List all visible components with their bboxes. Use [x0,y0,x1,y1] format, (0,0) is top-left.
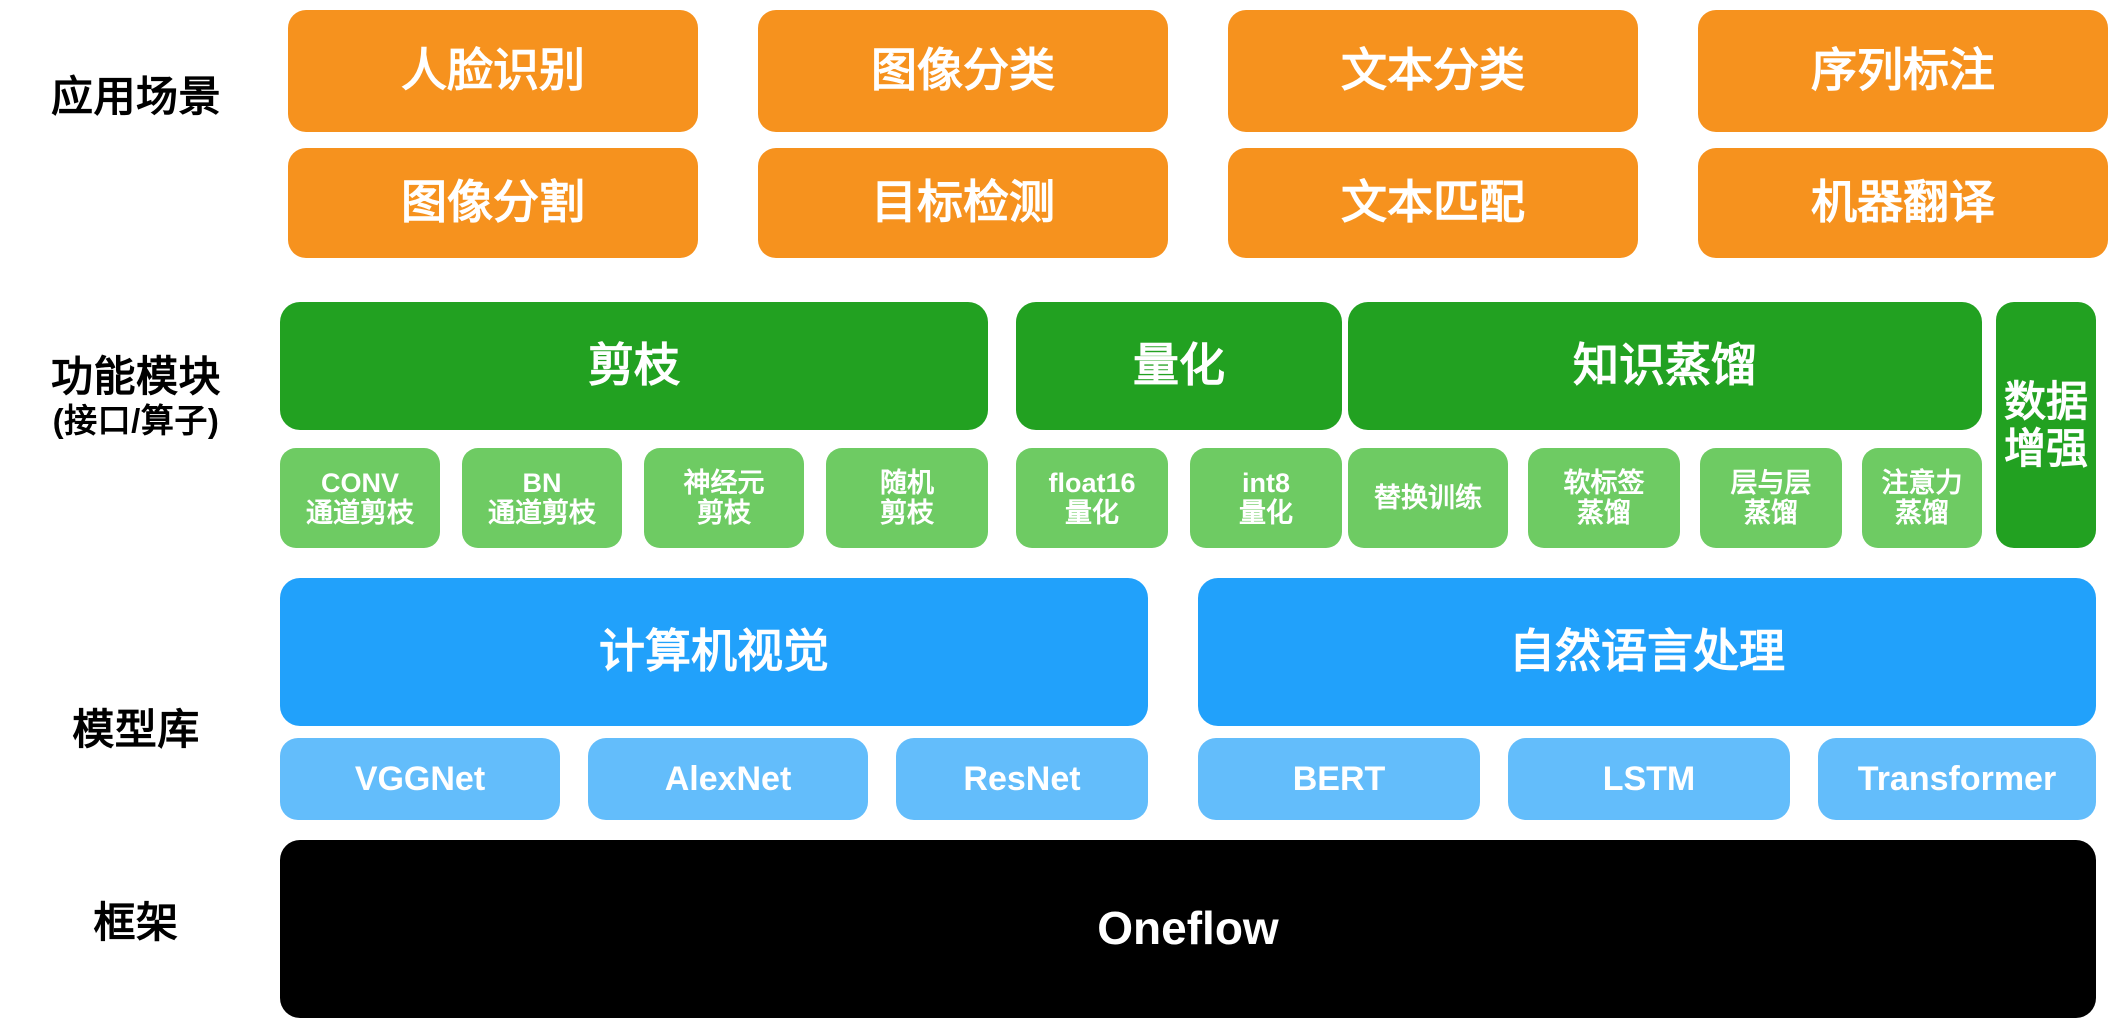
model-item-lstm[interactable]: LSTM [1508,738,1790,820]
module-item-float16-quantization[interactable]: float16 量化 [1016,448,1168,548]
app-box-face-recognition[interactable]: 人脸识别 [288,10,698,132]
module-group-knowledge-distillation[interactable]: 知识蒸馏 [1348,302,1982,430]
framework-bar-label: Oneflow [1097,902,1279,955]
row-label-framework-text: 框架 [93,899,179,946]
model-group-computer-vision[interactable]: 计算机视觉 [280,578,1148,726]
model-item-bert[interactable]: BERT [1198,738,1480,820]
module-group-pruning[interactable]: 剪枝 [280,302,988,430]
module-item-neuron-pruning[interactable]: 神经元 剪枝 [644,448,804,548]
model-item-transformer[interactable]: Transformer [1818,738,2096,820]
module-item-attention-distillation[interactable]: 注意力 蒸馏 [1862,448,1982,548]
module-item-bn-channel-pruning[interactable]: BN 通道剪枝 [462,448,622,548]
app-box-machine-translation[interactable]: 机器翻译 [1698,148,2108,258]
app-box-text-matching[interactable]: 文本匹配 [1228,148,1638,258]
module-item-int8-quantization[interactable]: int8 量化 [1190,448,1342,548]
app-box-image-segmentation[interactable]: 图像分割 [288,148,698,258]
app-box-sequence-labeling[interactable]: 序列标注 [1698,10,2108,132]
module-item-conv-channel-pruning[interactable]: CONV 通道剪枝 [280,448,440,548]
module-group-quantization[interactable]: 量化 [1016,302,1342,430]
model-item-resnet[interactable]: ResNet [896,738,1148,820]
row-label-application-text: 应用场景 [50,73,221,120]
row-label-model-library: 模型库 [0,705,272,755]
module-item-random-pruning[interactable]: 随机 剪枝 [826,448,988,548]
app-box-image-classification[interactable]: 图像分类 [758,10,1168,132]
row-label-function-module: 功能模块 (接口/算子) [0,352,272,440]
row-label-function-module-subtext: (接口/算子) [52,401,220,439]
framework-bar-oneflow[interactable]: Oneflow [280,840,2096,1018]
module-item-replacement-training[interactable]: 替换训练 [1348,448,1508,548]
row-label-application: 应用场景 [0,72,272,122]
app-box-object-detection[interactable]: 目标检测 [758,148,1168,258]
module-item-layer-to-layer-distillation[interactable]: 层与层 蒸馏 [1700,448,1842,548]
app-box-text-classification[interactable]: 文本分类 [1228,10,1638,132]
row-label-framework: 框架 [0,898,272,948]
row-label-model-library-text: 模型库 [72,706,200,753]
model-item-vggnet[interactable]: VGGNet [280,738,560,820]
model-group-natural-language-processing[interactable]: 自然语言处理 [1198,578,2096,726]
row-label-function-module-text: 功能模块 [50,353,221,400]
module-item-soft-label-distillation[interactable]: 软标签 蒸馏 [1528,448,1680,548]
model-item-alexnet[interactable]: AlexNet [588,738,868,820]
module-group-data-augmentation[interactable]: 数据 增强 [1996,302,2096,548]
